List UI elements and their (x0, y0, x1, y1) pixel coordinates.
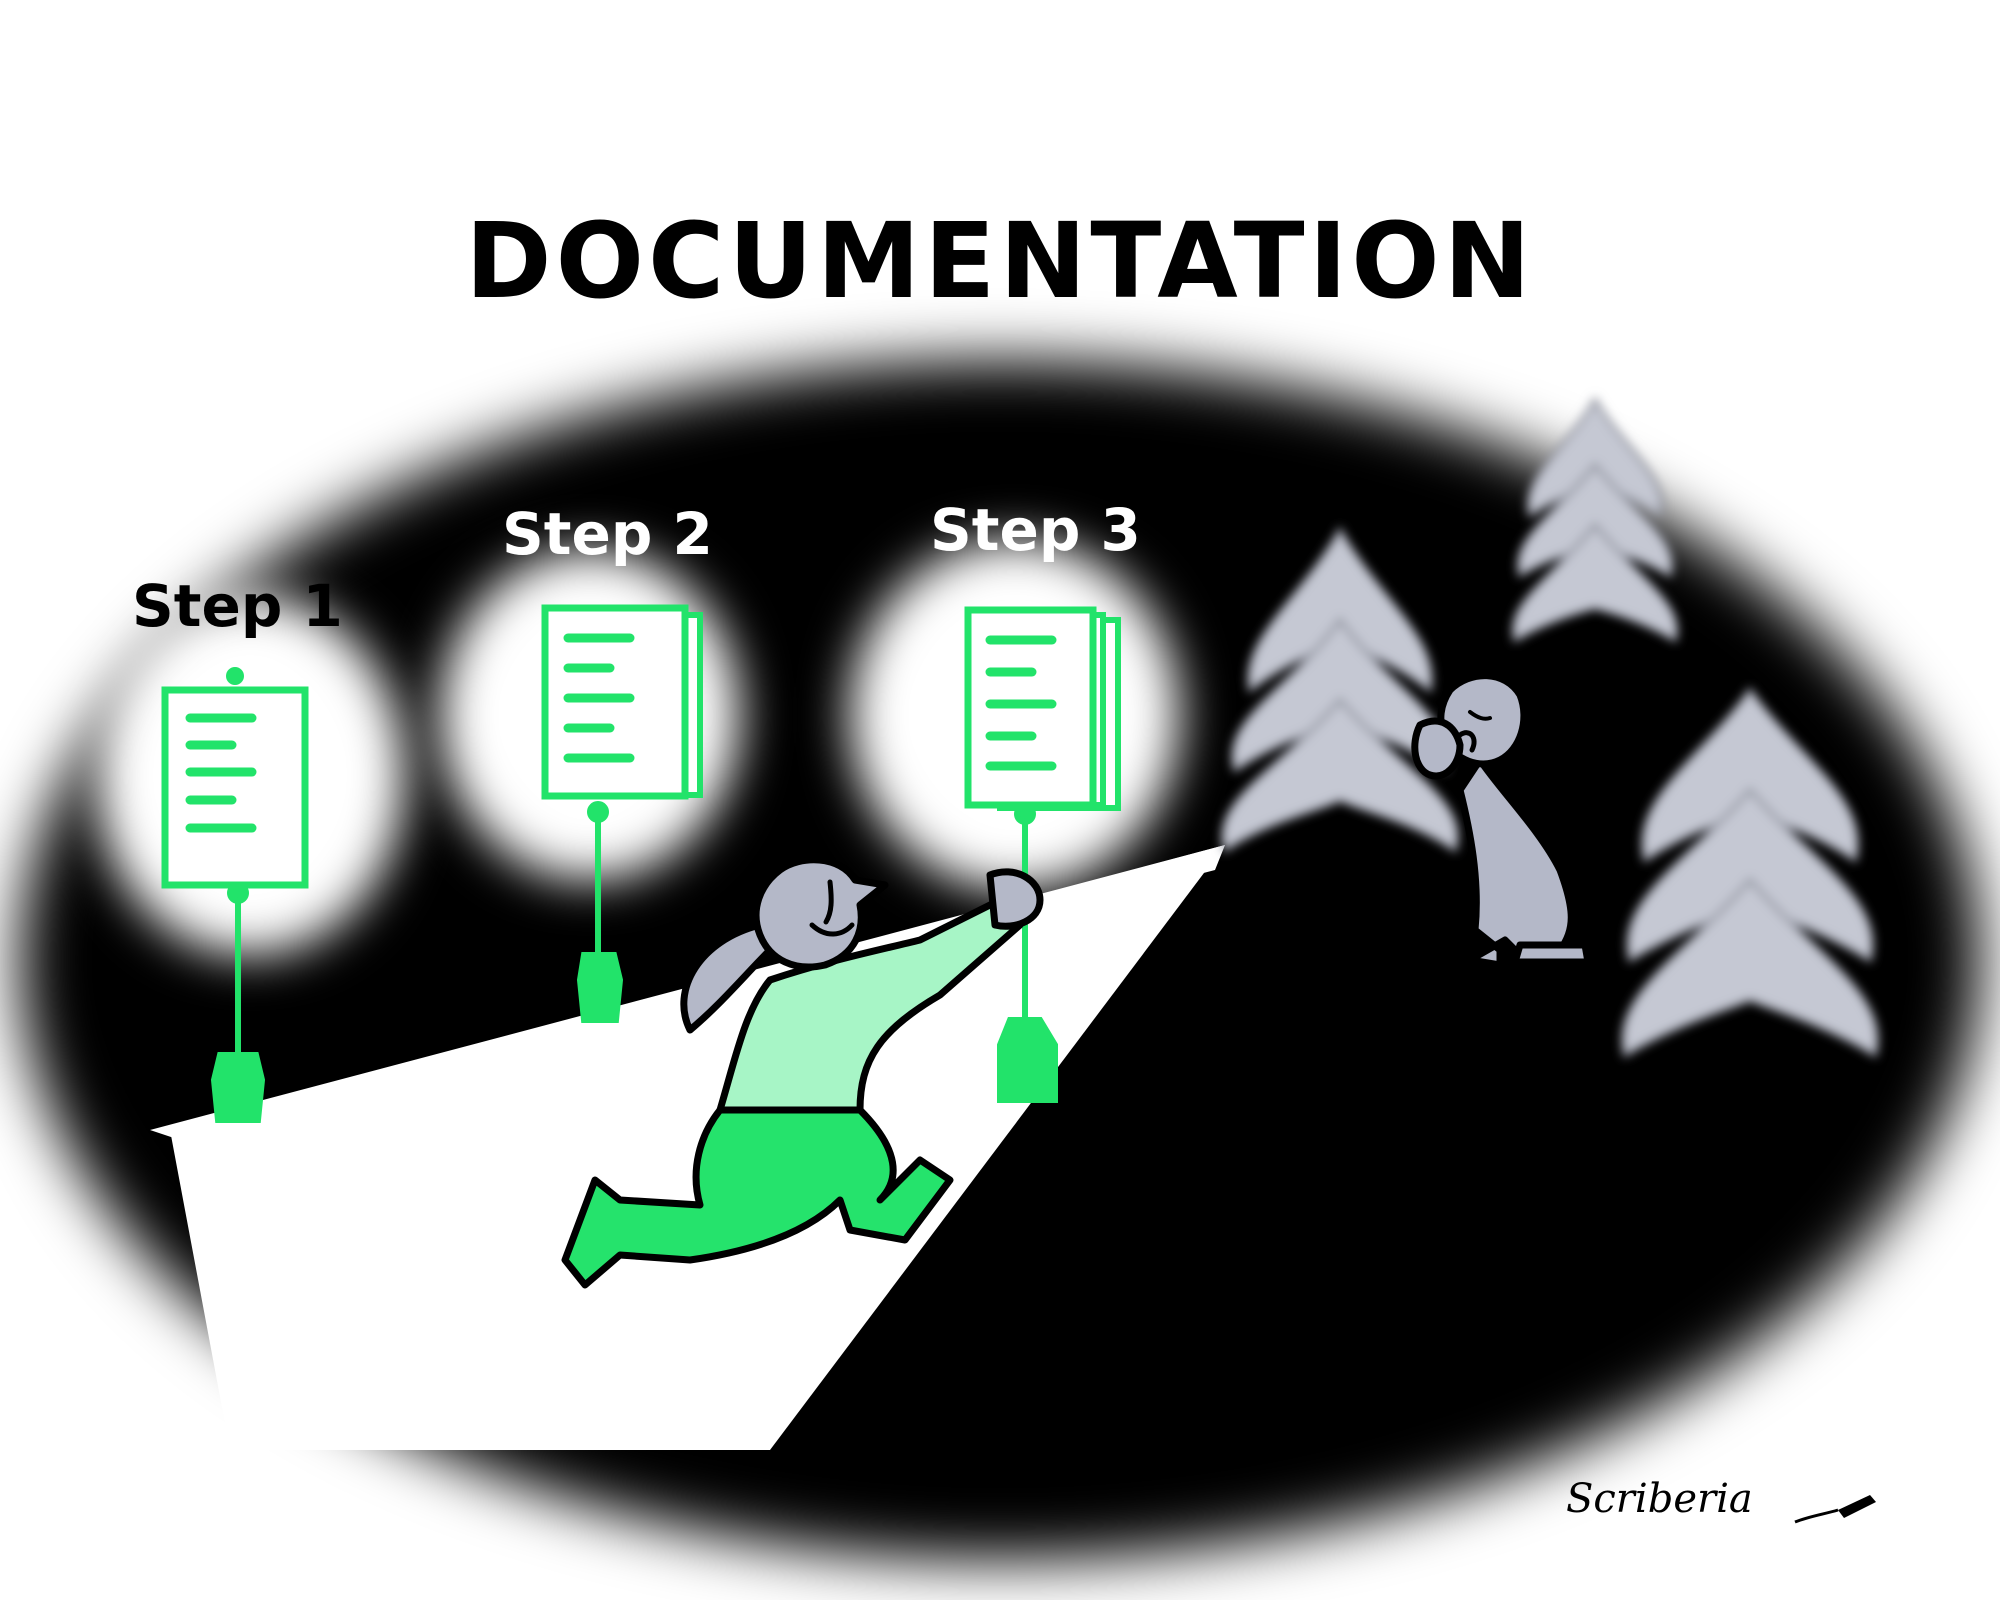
tree-left (1221, 525, 1459, 854)
pen-icon (1794, 1495, 1876, 1524)
artist-signature: Scriberia (1566, 1476, 1753, 1522)
tree-front-right (1621, 686, 1879, 1059)
step-1-label: Step 1 (132, 572, 343, 640)
page-title: DOCUMENTATION (465, 200, 1535, 322)
worried-person (1411, 672, 1592, 969)
step-3-label: Step 3 (930, 496, 1141, 564)
signpost-step-1 (161, 667, 309, 1123)
signpost-step-2 (541, 604, 703, 1023)
signpost-step-3 (964, 606, 1121, 1103)
tree-back-right (1511, 396, 1679, 644)
running-person (561, 856, 1044, 1289)
step-2-label: Step 2 (502, 500, 713, 568)
